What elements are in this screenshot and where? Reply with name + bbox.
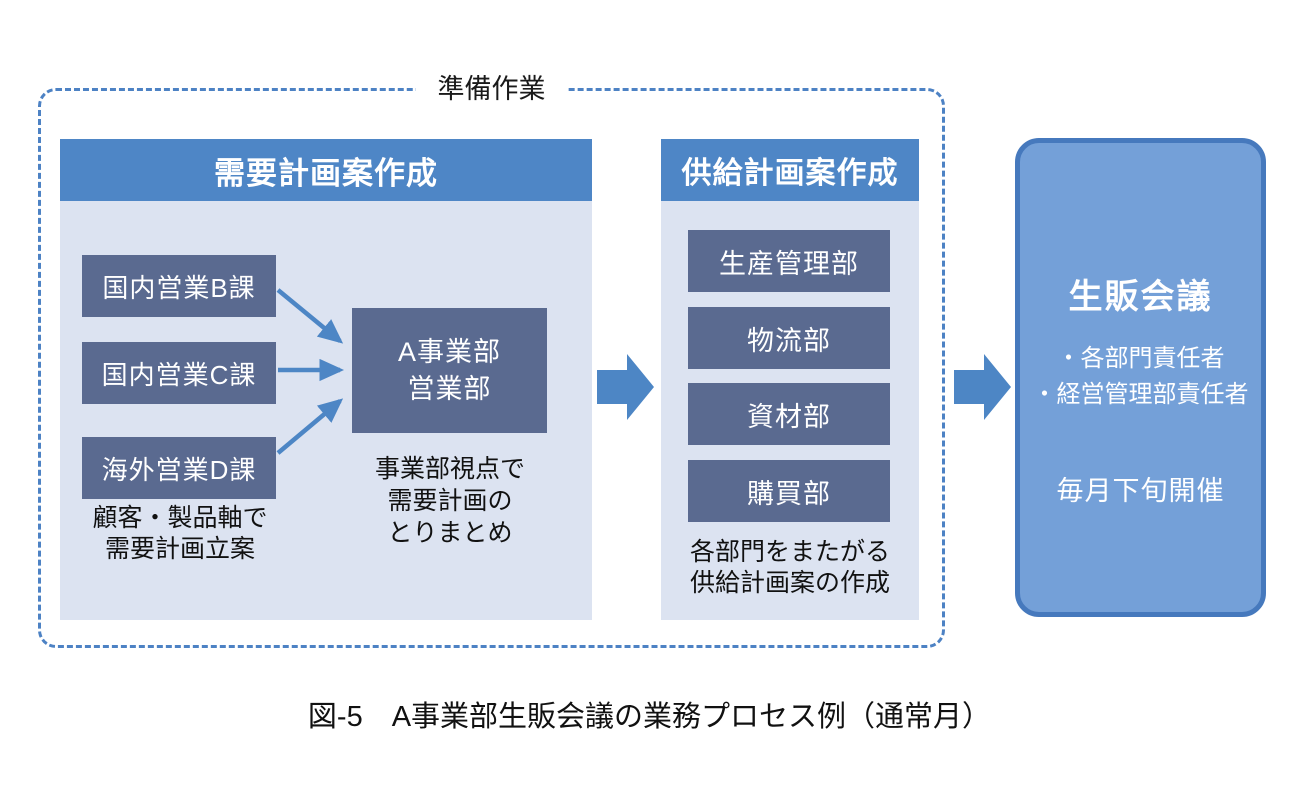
dept-box-production-management: 生産管理部: [688, 230, 890, 292]
arrow-demand-to-supply-icon: [597, 354, 654, 420]
arrow-supply-to-meeting-icon: [954, 354, 1011, 420]
demand-panel-title: 需要計画案作成: [60, 139, 592, 201]
supply-plan-panel: 供給計画案作成 生産管理部 物流部 資材部 購買部 各部門をまたがる 供給計画案…: [661, 139, 919, 620]
dept-box-division-a-sales: A事業部 営業部: [352, 308, 547, 433]
preparation-group-border: 準備作業: [38, 69, 945, 648]
dept-box-domestic-sales-b: 国内営業B課: [82, 255, 276, 317]
meeting-schedule: 毎月下旬開催: [1056, 476, 1225, 506]
dept-box-logistics: 物流部: [688, 307, 890, 369]
preparation-group-label: 準備作業: [415, 69, 568, 109]
dept-box-purchasing: 購買部: [688, 460, 890, 522]
demand-plan-panel: 需要計画案作成 国内営業B課 国内営業C課 海外営業D課 A事業部 営業部 顧客…: [60, 139, 592, 620]
dept-box-domestic-sales-c: 国内営業C課: [82, 342, 276, 404]
dept-box-materials: 資材部: [688, 383, 890, 445]
supply-panel-title: 供給計画案作成: [661, 139, 919, 201]
dept-box-overseas-sales-d: 海外営業D課: [82, 437, 276, 499]
supply-panel-note: 各部門をまたがる 供給計画案の作成: [689, 538, 890, 597]
figure-caption: 図-5 A事業部生販会議の業務プロセス例（通常月）: [307, 701, 992, 733]
meeting-title: 生販会議: [1068, 278, 1213, 316]
demand-sources-note: 顧客・製品軸で 需要計画立案: [92, 504, 268, 563]
demand-aggregator-note: 事業部視点で 需要計画の とりまとめ: [374, 455, 525, 547]
meeting-box: 生販会議 ・各部門責任者 ・経営管理部責任者 毎月下旬開催: [1015, 138, 1266, 617]
meeting-attendees: ・各部門責任者 ・経営管理部責任者: [1032, 345, 1249, 408]
